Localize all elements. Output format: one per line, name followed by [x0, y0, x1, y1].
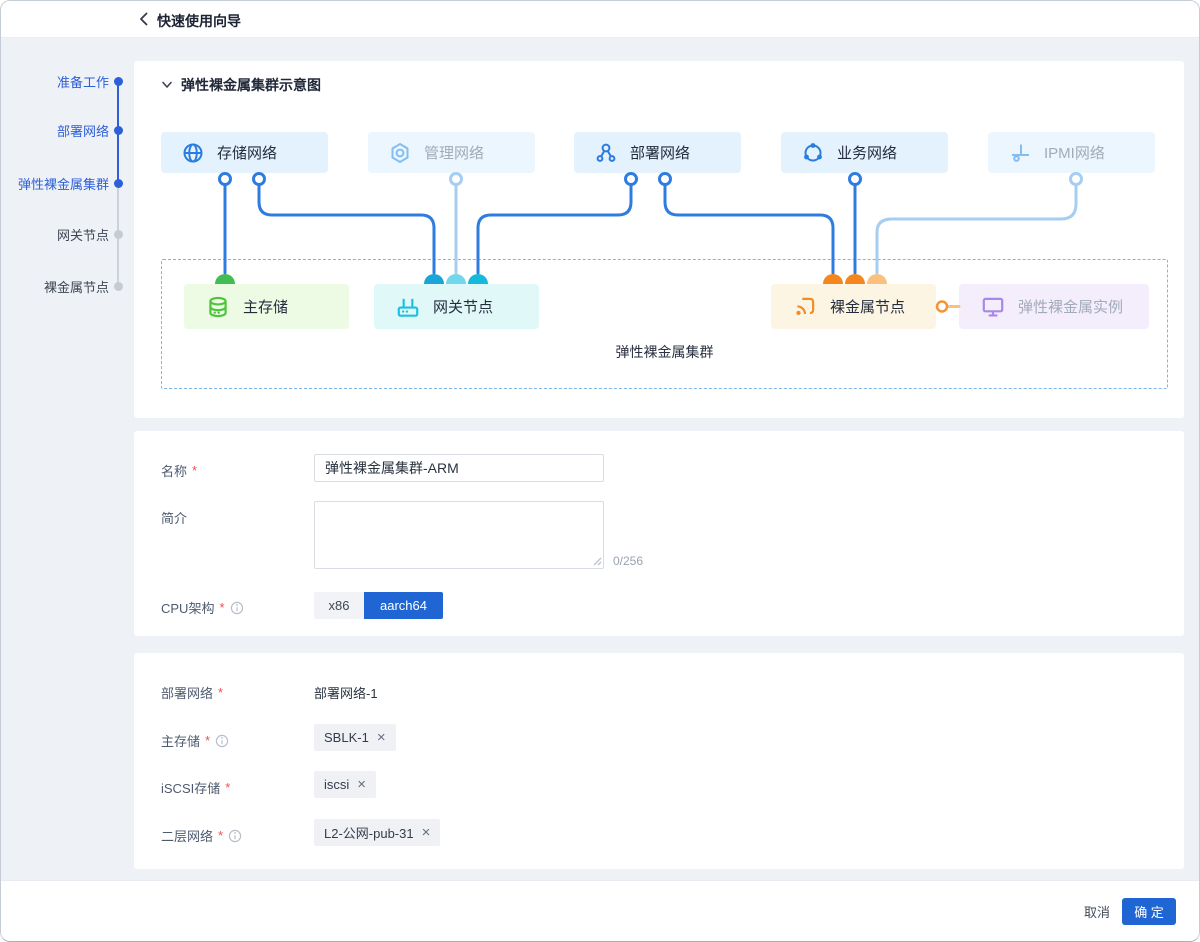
page-header: 快速使用向导 [1, 1, 1199, 38]
step-dot-prepare [114, 77, 123, 86]
monitor-icon [982, 297, 1004, 317]
node-label: 裸金属节点 [830, 299, 906, 316]
sidebar-item-baremetal-node[interactable]: 裸金属节点 [43, 280, 109, 295]
basic-form-card: 名称* 简介 0/256 CPU架构* x86 aarch64 [134, 431, 1184, 636]
diagram-section-toggle[interactable]: 弹性裸金属集群示意图 [161, 75, 321, 95]
network-label: 存储网络 [217, 145, 278, 162]
node-label: 主存储 [243, 299, 289, 316]
database-icon [209, 296, 227, 317]
network-label: IPMI网络 [1044, 145, 1105, 162]
globe-icon [183, 143, 203, 162]
sidebar-item-gateway-node[interactable]: 网关节点 [56, 228, 109, 243]
chevron-down-icon [162, 81, 172, 88]
deploy-network-label: 部署网络* [161, 685, 224, 701]
network-label: 业务网络 [837, 145, 898, 162]
network-label: 管理网络 [424, 145, 485, 162]
action-bar: 取消 确 定 [1, 880, 1199, 941]
remove-tag-icon[interactable]: × [357, 776, 367, 793]
step-dot-cluster [114, 179, 123, 188]
step-dot-gateway-node [114, 230, 123, 239]
diagram-card: 弹性裸金属集群示意图 存储网络 管理网络 部署网络 业务网络 IPMI网络 [134, 61, 1184, 418]
share-nodes-icon [596, 143, 616, 162]
name-input[interactable] [314, 454, 604, 482]
node-label: 弹性裸金属实例 [1018, 299, 1124, 316]
deploy-network-value: 部署网络-1 [314, 686, 378, 701]
diagram-section-title: 弹性裸金属集群示意图 [181, 77, 321, 93]
remove-tag-icon[interactable]: × [421, 824, 431, 841]
required-marker: * [218, 828, 224, 843]
network-box-storage: 存储网络 [161, 132, 328, 173]
confirm-button[interactable]: 确 定 [1122, 898, 1176, 925]
back-icon[interactable] [134, 9, 154, 29]
sidebar-item-deploy-network[interactable]: 部署网络 [56, 124, 109, 139]
probe-icon [1012, 144, 1029, 162]
info-icon[interactable] [215, 734, 229, 748]
required-marker: * [219, 600, 225, 615]
baremetal-rss-icon [796, 297, 815, 315]
cpu-aarch64-button[interactable]: aarch64 [364, 592, 443, 619]
router-icon [397, 298, 419, 317]
description-textarea[interactable] [314, 501, 604, 569]
required-marker: * [225, 780, 231, 795]
network-form-card: 部署网络* 部署网络-1 主存储* SBLK-1 × iSCSI存储* iscs… [134, 653, 1184, 869]
node-box-main-storage: 主存储 [184, 284, 349, 329]
description-label: 简介 [161, 511, 188, 526]
network-box-management: 管理网络 [368, 132, 535, 173]
nut-icon [391, 142, 409, 163]
cancel-button[interactable]: 取消 [1084, 902, 1110, 921]
l2-network-tag: L2-公网-pub-31 × [314, 819, 441, 846]
cluster-ring-icon [804, 142, 822, 161]
required-marker: * [192, 463, 198, 478]
node-box-baremetal: 裸金属节点 [771, 284, 936, 329]
cpu-x86-button[interactable]: x86 [314, 592, 364, 619]
remove-tag-icon[interactable]: × [376, 729, 386, 746]
node-box-gateway: 网关节点 [374, 284, 539, 329]
iscsi-storage-label: iSCSI存储* [161, 780, 231, 796]
required-marker: * [218, 685, 224, 700]
network-box-ipmi: IPMI网络 [988, 132, 1155, 173]
info-icon[interactable] [230, 601, 244, 615]
sidebar-item-prepare[interactable]: 准备工作 [56, 75, 109, 90]
step-nav: 准备工作 部署网络 弹性裸金属集群 网关节点 裸金属节点 [1, 38, 134, 880]
node-box-elastic-instance: 弹性裸金属实例 [959, 284, 1149, 329]
network-box-business: 业务网络 [781, 132, 948, 173]
info-icon[interactable] [228, 829, 242, 843]
main-storage-label: 主存储* [161, 731, 229, 750]
network-box-deployment: 部署网络 [574, 132, 741, 173]
page-title: 快速使用向导 [157, 13, 241, 29]
network-label: 部署网络 [630, 145, 691, 162]
cpu-arch-label: CPU架构* [161, 598, 244, 617]
step-dot-deploy-network [114, 126, 123, 135]
iscsi-storage-tag: iscsi × [314, 771, 377, 798]
l2-network-label: 二层网络* [161, 826, 242, 845]
name-label: 名称* [161, 463, 198, 479]
cluster-label: 弹性裸金属集群 [615, 344, 714, 360]
sidebar-item-cluster[interactable]: 弹性裸金属集群 [17, 177, 109, 192]
page-body: 准备工作 部署网络 弹性裸金属集群 网关节点 裸金属节点 弹性裸金属集群示意图 … [1, 38, 1199, 880]
step-dot-baremetal-node [114, 282, 123, 291]
node-label: 网关节点 [433, 299, 494, 316]
required-marker: * [205, 733, 211, 748]
main-storage-tag: SBLK-1 × [314, 724, 396, 751]
char-counter: 0/256 [613, 554, 644, 568]
cpu-arch-segmented: x86 aarch64 [314, 592, 443, 619]
